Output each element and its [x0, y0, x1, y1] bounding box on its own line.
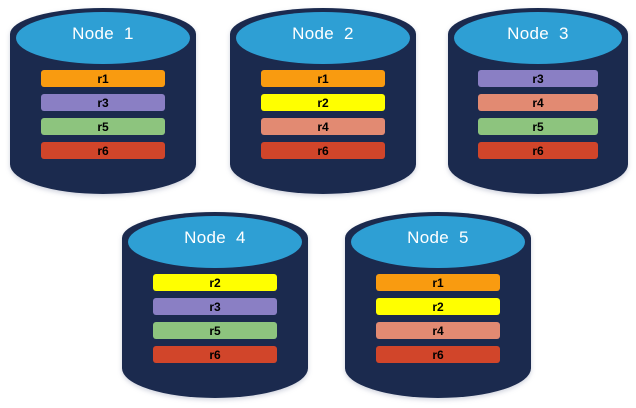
cylinder-top-disc — [351, 216, 525, 268]
shard-bar-r5[interactable]: r5 — [152, 322, 278, 339]
shard-bar-r2[interactable]: r2 — [260, 94, 386, 111]
shard-bar-r1[interactable]: r1 — [375, 274, 501, 291]
shard-bar-r1[interactable]: r1 — [260, 70, 386, 87]
shard-bar-r4[interactable]: r4 — [477, 94, 599, 111]
shard-bar-r2[interactable]: r2 — [152, 274, 278, 291]
shard-bar-r4[interactable]: r4 — [260, 118, 386, 135]
shard-bar-r2[interactable]: r2 — [375, 298, 501, 315]
shard-bar-r1[interactable]: r1 — [40, 70, 166, 87]
cylinder-top-disc — [236, 12, 410, 64]
shard-bar-r6[interactable]: r6 — [477, 142, 599, 159]
shard-bar-r5[interactable]: r5 — [40, 118, 166, 135]
shard-bar-r6[interactable]: r6 — [375, 346, 501, 363]
cylinder-top-disc — [128, 216, 302, 268]
shard-bar-r4[interactable]: r4 — [375, 322, 501, 339]
shard-stack: r2 r3 r5 r6 — [152, 274, 278, 363]
shard-stack: r3 r4 r5 r6 — [477, 70, 599, 159]
shard-stack: r1 r3 r5 r6 — [40, 70, 166, 159]
shard-bar-r3[interactable]: r3 — [152, 298, 278, 315]
shard-bar-r5[interactable]: r5 — [477, 118, 599, 135]
shard-stack: r1 r2 r4 r6 — [260, 70, 386, 159]
shard-bar-r3[interactable]: r3 — [40, 94, 166, 111]
shard-bar-r6[interactable]: r6 — [40, 142, 166, 159]
shard-bar-r6[interactable]: r6 — [152, 346, 278, 363]
shard-bar-r3[interactable]: r3 — [477, 70, 599, 87]
shard-stack: r1 r2 r4 r6 — [375, 274, 501, 363]
cylinder-top-disc — [454, 12, 622, 64]
cylinder-top-disc — [16, 12, 190, 64]
shard-bar-r6[interactable]: r6 — [260, 142, 386, 159]
